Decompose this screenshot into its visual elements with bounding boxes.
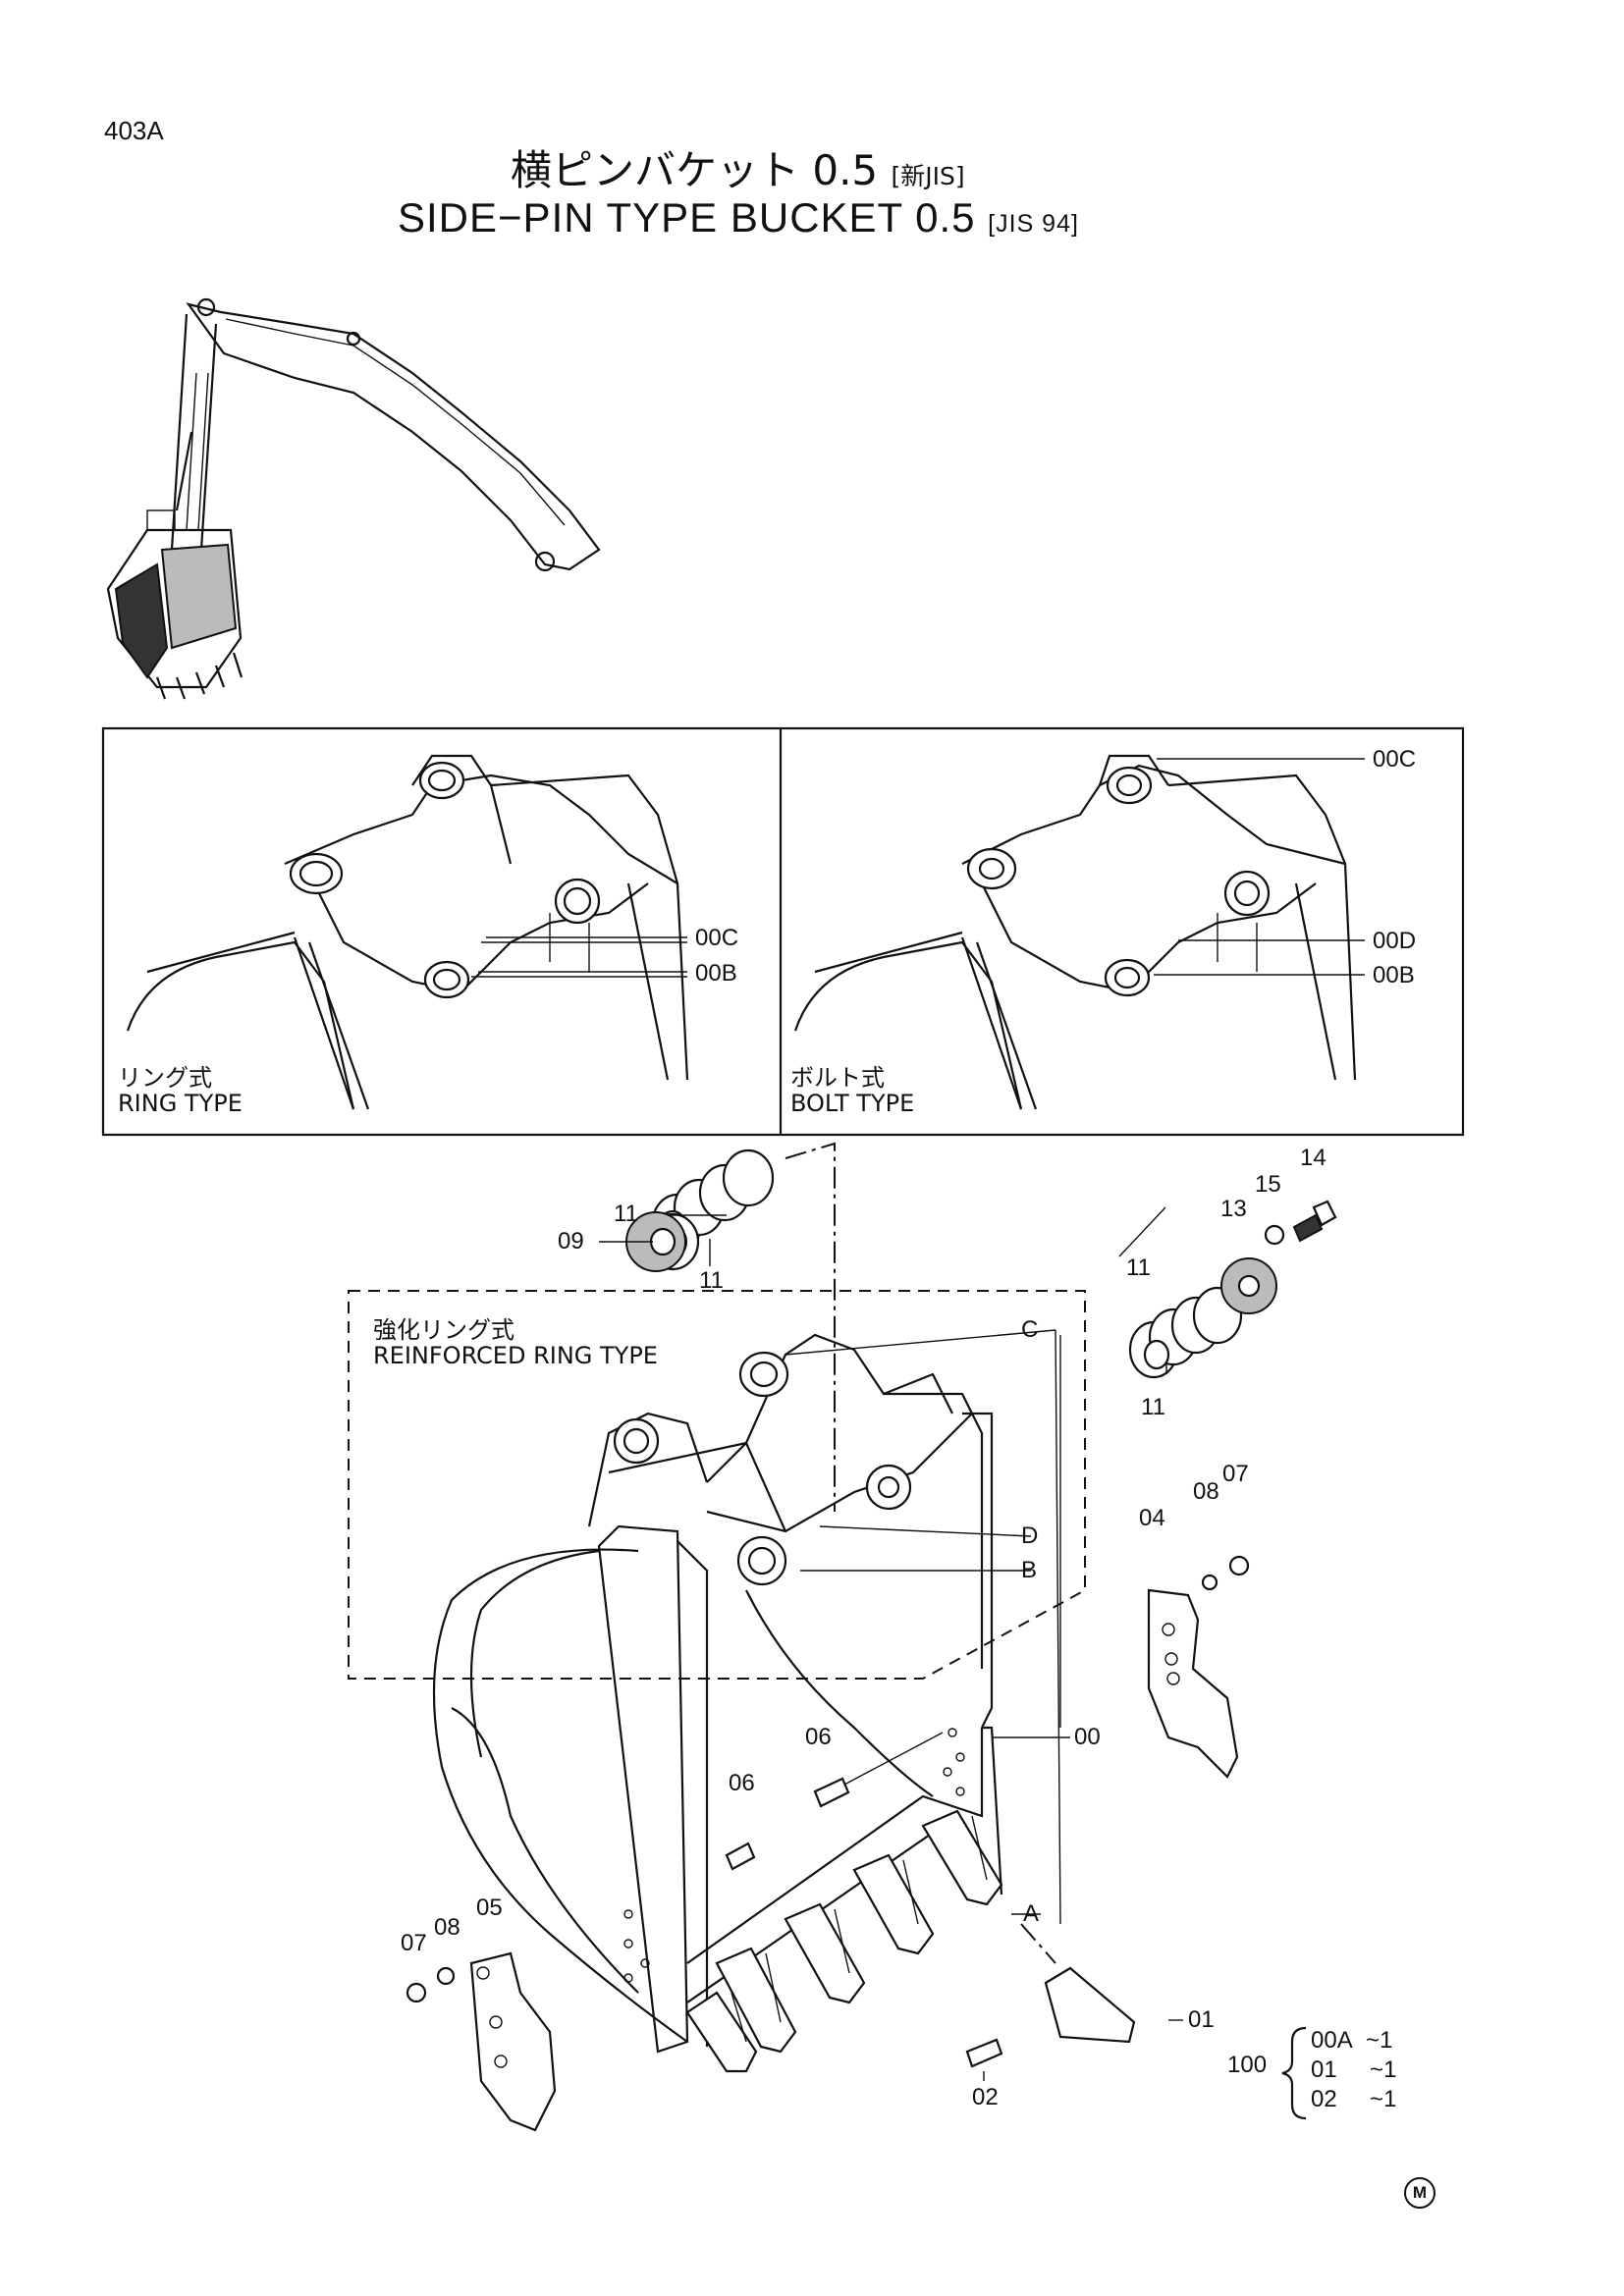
callout-13: 13 xyxy=(1220,1196,1247,1222)
set-number: 100 xyxy=(1227,2052,1268,2078)
excavator-arm-drawing xyxy=(106,297,601,700)
callout-06-a: 06 xyxy=(805,1724,832,1750)
title-jp: 横ピンバケット 0.5 [新JIS] xyxy=(511,137,965,197)
inset-frame xyxy=(101,726,1465,1137)
reinforced-caption-en: REINFORCED RING TYPE xyxy=(373,1342,658,1369)
set-item-1: 01 ~1 xyxy=(1311,2056,1396,2084)
callout-bolt-00d: 00D xyxy=(1373,928,1417,954)
bolt-06b xyxy=(725,1842,756,1871)
callout-08-left: 08 xyxy=(434,1914,460,1941)
callout-11-right-a: 11 xyxy=(1126,1255,1151,1281)
callout-ring-00b: 00B xyxy=(695,960,737,987)
callout-11-right-b: 11 xyxy=(1141,1394,1165,1420)
ring-type-drawing xyxy=(126,754,689,1110)
set-item-1-part: 01 xyxy=(1311,2056,1337,2083)
callout-04: 04 xyxy=(1139,1505,1165,1531)
title-en-text: SIDE−PIN TYPE BUCKET 0.5 xyxy=(398,194,976,240)
callout-02: 02 xyxy=(972,2084,999,2110)
callout-11-upper-a: 11 xyxy=(614,1201,638,1227)
callout-15: 15 xyxy=(1255,1171,1281,1198)
callout-09: 09 xyxy=(558,1228,584,1255)
bolt-type-caption-en: BOLT TYPE xyxy=(790,1090,915,1117)
leader-lines xyxy=(478,936,1183,2081)
set-item-2: 02 ~1 xyxy=(1311,2086,1396,2113)
side-cutter-left xyxy=(469,1951,557,2132)
washer-left xyxy=(436,1966,456,1986)
set-item-1-range: ~1 xyxy=(1370,2056,1397,2083)
set-item-2-range: ~1 xyxy=(1370,2086,1397,2112)
page-code: 403A xyxy=(104,116,164,145)
bolt-type-drawing xyxy=(793,754,1365,1110)
set-item-2-part: 02 xyxy=(1311,2086,1337,2112)
side-cutter-right xyxy=(1147,1588,1239,1779)
title-jp-tag: [新JIS] xyxy=(891,162,965,190)
bolt-06a xyxy=(813,1777,850,1808)
set-item-0-part: 00A xyxy=(1311,2027,1353,2054)
washer-right xyxy=(1201,1574,1218,1591)
callout-bolt-00c: 00C xyxy=(1373,746,1417,773)
title-en-tag: [JIS 94] xyxy=(988,210,1079,238)
pin-02 xyxy=(965,2038,1003,2068)
title-en: SIDE−PIN TYPE BUCKET 0.5 [JIS 94] xyxy=(398,194,1079,241)
callout-00: 00 xyxy=(1074,1724,1101,1750)
callout-07-left: 07 xyxy=(401,1930,427,1956)
callout-08-right: 08 xyxy=(1193,1478,1219,1505)
callout-07-right: 07 xyxy=(1222,1461,1249,1487)
callout-05: 05 xyxy=(476,1895,503,1921)
callout-a: A xyxy=(1023,1900,1040,1927)
callout-ring-00c: 00C xyxy=(695,925,739,951)
callout-01: 01 xyxy=(1188,2006,1215,2033)
ring-parts-upper xyxy=(625,1148,775,1272)
nut-right xyxy=(1228,1555,1250,1576)
callout-14: 14 xyxy=(1300,1145,1326,1171)
set-brace xyxy=(1281,2026,1307,2120)
callout-b: B xyxy=(1021,1557,1038,1583)
set-item-0: 00A ~1 xyxy=(1311,2027,1392,2055)
bolt-type-caption-jp: ボルト式 xyxy=(790,1064,885,1092)
title-jp-text: 横ピンバケット 0.5 xyxy=(511,146,879,194)
set-item-0-range: ~1 xyxy=(1366,2027,1393,2054)
footer-mark: M xyxy=(1404,2177,1435,2209)
callout-c: C xyxy=(1021,1316,1039,1343)
reinforced-frame xyxy=(348,1290,1086,1680)
callout-11-upper-b: 11 xyxy=(699,1267,724,1294)
bolt-parts-right xyxy=(1128,1200,1337,1379)
reinforced-caption-jp: 強化リング式 xyxy=(373,1316,514,1344)
guide-line-upper xyxy=(785,1142,836,1512)
callout-d: D xyxy=(1021,1522,1039,1549)
callout-06-b: 06 xyxy=(729,1770,755,1796)
ring-type-caption-en: RING TYPE xyxy=(118,1090,243,1117)
main-bucket-drawing xyxy=(432,1333,1003,2073)
guide-line-tooth xyxy=(1020,1923,1056,1964)
nut-left xyxy=(406,1982,427,2003)
callout-bolt-00b: 00B xyxy=(1373,962,1415,988)
tooth-01 xyxy=(1044,1966,1136,2044)
ring-type-caption-jp: リング式 xyxy=(118,1064,212,1092)
